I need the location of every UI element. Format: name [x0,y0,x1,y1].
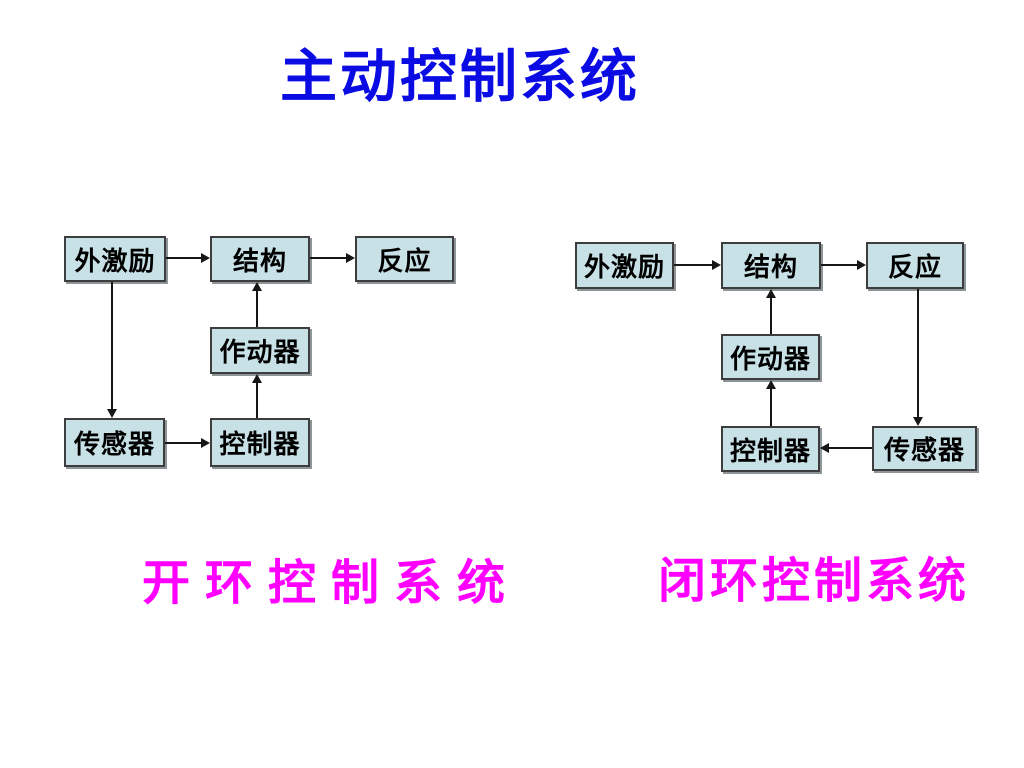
arrow-excitation-to-sensor [111,282,113,409]
open-loop-node-actuator: 作动器 [210,327,310,374]
arrow-sensor-to-controller [829,447,872,449]
arrowhead-up-icon [766,380,776,389]
arrow-excitation-to-structure [674,264,712,266]
slide-title: 主动控制系统 [280,45,640,109]
arrowhead-down-icon [107,409,117,418]
arrow-sensor-to-controller [165,442,201,444]
arrow-response-to-sensor [917,289,919,417]
open-loop-caption: 开环控制系统 [142,557,521,610]
arrow-actuator-to-structure [256,291,258,327]
closed-loop-node-response: 反应 [866,242,964,289]
arrow-structure-to-response [310,257,346,259]
arrowhead-right-icon [712,260,721,270]
closed-loop-node-external-excitation: 外激励 [575,242,674,289]
arrowhead-up-icon [766,289,776,298]
open-loop-node-sensor: 传感器 [64,418,165,467]
open-loop-node-external-excitation: 外激励 [64,236,166,282]
arrowhead-right-icon [857,260,866,270]
closed-loop-node-actuator: 作动器 [721,334,820,380]
arrow-controller-to-actuator [256,383,258,418]
arrowhead-up-icon [252,282,262,291]
arrowhead-up-icon [252,374,262,383]
closed-loop-node-sensor: 传感器 [872,426,977,471]
arrowhead-down-icon [913,417,923,426]
arrowhead-left-icon [820,443,829,453]
open-loop-node-controller: 控制器 [210,418,310,467]
arrow-actuator-to-structure [770,298,772,334]
arrow-excitation-to-structure [166,257,201,259]
arrowhead-right-icon [201,253,210,263]
arrowhead-right-icon [346,253,355,263]
arrow-structure-to-response [821,264,857,266]
closed-loop-caption: 闭环控制系统 [658,555,971,608]
closed-loop-node-structure: 结构 [721,242,821,289]
open-loop-node-structure: 结构 [210,236,310,282]
open-loop-node-response: 反应 [355,236,454,282]
arrow-controller-to-actuator [770,389,772,426]
closed-loop-node-controller: 控制器 [721,426,820,472]
arrowhead-right-icon [201,438,210,448]
